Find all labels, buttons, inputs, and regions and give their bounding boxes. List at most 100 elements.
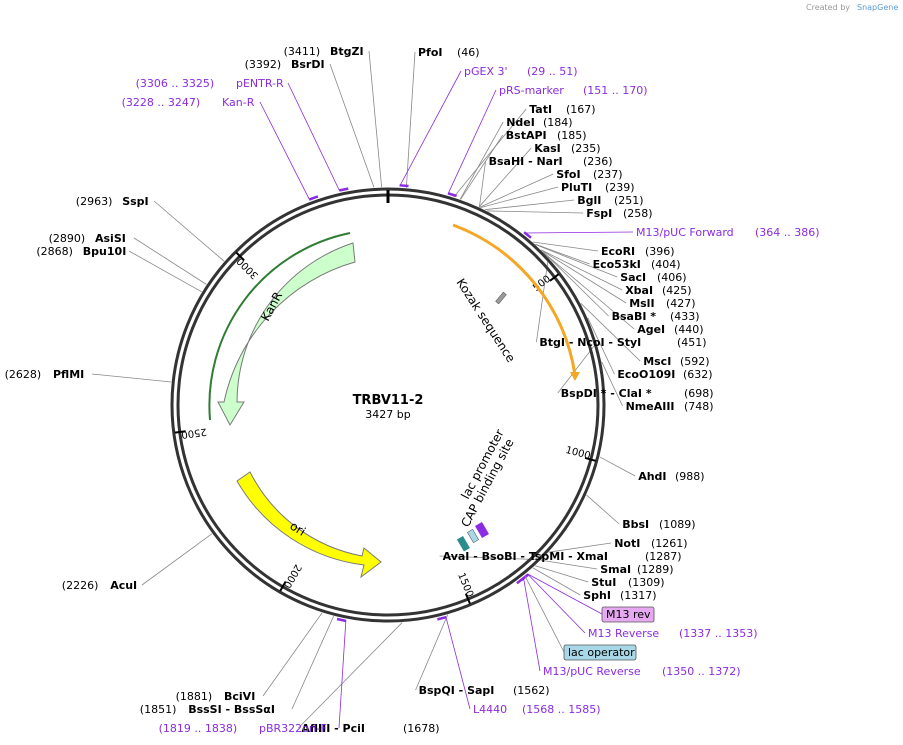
primer-leader-line (259, 101, 311, 201)
site-name: StuI (591, 576, 616, 589)
site-name: SacI (620, 271, 646, 284)
site-name: BspDI * - ClaI * (561, 387, 652, 400)
primer-leader-line (445, 616, 471, 710)
lac-promoter-marker (475, 521, 489, 539)
scale-tick-label: 1500 (455, 571, 475, 599)
site-name: Bpu10I (83, 245, 127, 258)
site-leader-line (541, 249, 623, 291)
site-name: KasI (534, 142, 561, 155)
site-leader-line (262, 612, 323, 697)
site-position: (251) (614, 194, 644, 207)
site-leader-line (478, 147, 532, 208)
site-leader-line (580, 303, 641, 362)
primer-range: (3306 .. 3325) (136, 77, 215, 90)
leader-lines (91, 50, 641, 729)
site-leader-line (543, 251, 609, 317)
site-name: EcoRI (601, 245, 635, 258)
primer-mark (336, 617, 346, 623)
primer-name: pENTR-R (236, 77, 284, 90)
site-labels: PfoI(46)TatI(167)NdeI(184)BstAPI(185)Kas… (5, 45, 714, 735)
site-position: (1881) (176, 690, 213, 703)
site-leader-line (453, 108, 527, 198)
site-position: (592) (680, 355, 710, 368)
site-position: (1678) (403, 722, 440, 735)
primer-range: (1337 .. 1353) (679, 627, 758, 640)
primer-name: pBR322ori-F (259, 722, 327, 735)
site-position: (1287) (645, 550, 682, 563)
site-position: (1089) (659, 518, 696, 531)
site-leader-line (601, 361, 623, 407)
site-leader-line (586, 494, 620, 525)
scale-tick (549, 273, 560, 282)
site-leader-line (329, 63, 375, 188)
site-position: (3411) (284, 45, 321, 58)
site-leader-line (479, 160, 486, 208)
site-position: (235) (571, 142, 601, 155)
site-leader-line (405, 51, 416, 188)
site-leader-line (532, 241, 599, 252)
site-position: (236) (583, 155, 613, 168)
site-leader-line (536, 257, 549, 343)
scale-tick (235, 251, 245, 262)
primer-range: (29 .. 51) (527, 65, 578, 78)
primer-range: (364 .. 386) (755, 226, 820, 239)
site-position: (988) (675, 470, 705, 483)
site-name: PluTI (561, 181, 592, 194)
site-name: SmaI (600, 563, 631, 576)
site-leader-line (540, 559, 598, 570)
site-position: (46) (457, 46, 480, 59)
ori-arrow (236, 471, 382, 579)
site-position: (451) (677, 336, 707, 349)
primer-mark (309, 195, 319, 201)
site-name: BtgZI (330, 45, 364, 58)
primer-leader-line (399, 70, 462, 187)
site-position: (632) (683, 368, 713, 381)
site-name: BsaHI - NarI (489, 155, 563, 168)
scale-tick (464, 593, 471, 605)
site-leader-line (479, 173, 554, 208)
backbone-outer (170, 187, 606, 623)
site-name: AgeI (637, 323, 665, 336)
primer-leader-line (523, 231, 634, 234)
lac-operator-marker (467, 528, 479, 544)
scale-tick (174, 430, 186, 434)
site-name: BssSI - BssSαI (188, 703, 275, 716)
primer-mark (339, 187, 349, 192)
site-name: AvaI - BsoBI - TspMI - XmaI (443, 550, 608, 563)
site-leader-line (535, 565, 589, 583)
site-name: MslI (629, 297, 654, 310)
primer-name: pRS-marker (499, 84, 564, 97)
scale-tick-label: 1000 (564, 445, 591, 462)
site-position: (1562) (513, 684, 550, 697)
site-position: (167) (566, 103, 596, 116)
site-leader-line (534, 243, 590, 265)
scale-tick-label: 2000 (281, 562, 303, 590)
site-leader-line (480, 186, 559, 208)
site-name: PflMI (53, 368, 84, 381)
site-leader-line (153, 200, 225, 262)
primer-badge-label: M13 rev (606, 608, 651, 621)
site-position: (425) (662, 284, 692, 297)
site-position: (2226) (62, 579, 99, 592)
kozak-marker (495, 291, 507, 305)
site-name: BstAPI (506, 129, 547, 142)
site-name: BsaBI * (612, 310, 657, 323)
scale-tick (584, 456, 596, 462)
site-position: (239) (605, 181, 635, 194)
site-position: (2868) (36, 245, 73, 258)
primer-mark (447, 192, 457, 198)
primer-range: (151 .. 170) (583, 84, 648, 97)
primer-leader-line (287, 82, 341, 192)
site-leader-line (548, 542, 612, 553)
site-name: AhdI (638, 470, 666, 483)
lac-operator-badge (563, 644, 637, 661)
primer-name: M13/pUC Forward (636, 226, 734, 239)
site-position: (433) (670, 310, 700, 323)
site-position: (1309) (628, 576, 665, 589)
site-leader-line (128, 250, 202, 293)
site-leader-line (459, 121, 504, 200)
plasmid-name: TRBV11-2 (353, 393, 424, 408)
primer-name: L4440 (473, 703, 507, 716)
site-position: (698) (684, 387, 714, 400)
